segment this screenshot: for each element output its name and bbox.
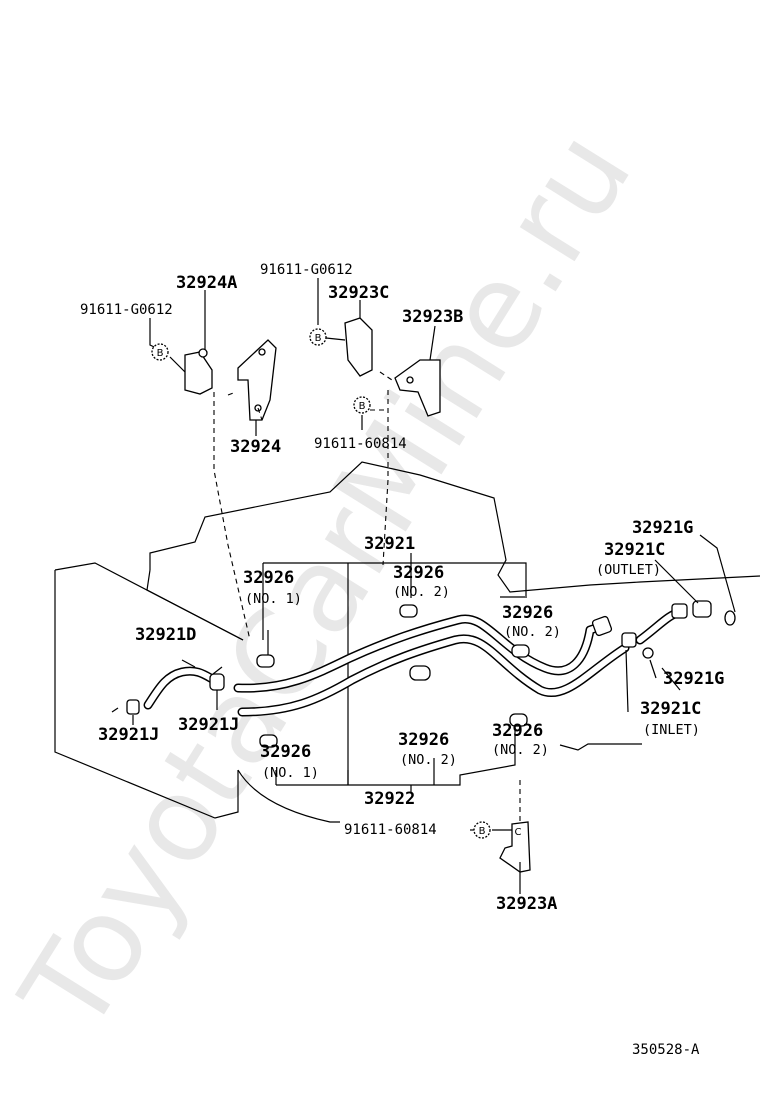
clamp-32921J-left	[111, 699, 140, 715]
label-32926-f: 32926	[492, 721, 543, 741]
svg-text:B: B	[359, 401, 366, 412]
svg-text:B: B	[315, 333, 322, 344]
svg-text:C: C	[515, 827, 522, 838]
bracket-32924	[237, 339, 277, 421]
label-32923B: 32923B	[402, 307, 463, 327]
bracket-32923B	[394, 359, 441, 417]
grommet-32926-f	[509, 713, 528, 727]
bolt-marker-bottom: B	[473, 821, 491, 839]
bracket-32923A	[499, 821, 531, 873]
label-32923C: 32923C	[328, 283, 389, 303]
label-outlet: (OUTLET)	[596, 562, 661, 578]
radiator-outline	[54, 562, 244, 819]
label-32924: 32924	[230, 437, 281, 457]
label-32921J-right: 32921J	[178, 715, 239, 735]
pipe-group-frame-lower	[275, 730, 516, 786]
grommet-32926-e	[409, 665, 431, 681]
leader-lines	[132, 278, 736, 894]
label-32926-e: 32926	[398, 730, 449, 750]
label-inlet: (INLET)	[643, 722, 700, 738]
watermark-text: ToyotaCarMine.ru	[0, 108, 658, 1056]
engine-outline	[149, 461, 760, 593]
label-32926-b: 32926	[393, 563, 444, 583]
label-32926-b-sub: (NO. 2)	[393, 584, 450, 600]
label-32926-e-sub: (NO. 2)	[400, 752, 457, 768]
label-32922: 32922	[364, 789, 415, 809]
grommet-32926-d	[259, 734, 278, 748]
label-32926-d: 32926	[260, 742, 311, 762]
svg-text:B: B	[479, 826, 486, 837]
label-32926-a-sub: (NO. 1)	[245, 591, 302, 607]
label-32921D: 32921D	[135, 625, 196, 645]
label-32926-d-sub: (NO. 1)	[262, 765, 319, 781]
bolt-marker-mid: B	[353, 396, 371, 414]
label-32923A: 32923A	[496, 894, 557, 914]
fitting-32921C-inlet	[591, 615, 654, 659]
label-bolt-mid: 91611-60814	[314, 436, 407, 452]
bracket-32923C	[344, 317, 373, 377]
grommet-32926-c	[511, 644, 530, 658]
bolt-marker-top: B	[309, 328, 327, 346]
grommet-32926-a	[256, 654, 275, 668]
bolt-marker-left: B	[151, 343, 169, 361]
fitting-32921C-outlet	[671, 600, 736, 626]
bracket-32924A	[184, 348, 213, 395]
label-32921J-left: 32921J	[98, 725, 159, 745]
label-32921G-bottom: 32921G	[663, 669, 724, 689]
label-bolt-top: 91611-G0612	[260, 262, 353, 278]
figure-id: 350528-A	[632, 1042, 700, 1058]
label-32921G-top: 32921G	[632, 518, 693, 538]
label-32921: 32921	[364, 534, 415, 554]
install-dashed-lines	[213, 371, 521, 822]
label-32926-a: 32926	[243, 568, 294, 588]
label-32926-f-sub: (NO. 2)	[492, 742, 549, 758]
label-32924A: 32924A	[176, 273, 237, 293]
label-32926-c: 32926	[502, 603, 553, 623]
clip-marker: C	[515, 827, 522, 838]
label-bolt-bottom: 91611-60814	[344, 822, 437, 838]
label-32926-c-sub: (NO. 2)	[504, 624, 561, 640]
grommet-32926-b	[399, 604, 418, 618]
svg-text:B: B	[157, 348, 164, 359]
label-32921C-top: 32921C	[604, 540, 665, 560]
pipe-group-frame-upper	[262, 562, 527, 785]
clamp-32921J-right	[209, 666, 225, 691]
label-bolt-left: 91611-G0612	[80, 302, 173, 318]
label-32921C-bottom: 32921C	[640, 699, 701, 719]
